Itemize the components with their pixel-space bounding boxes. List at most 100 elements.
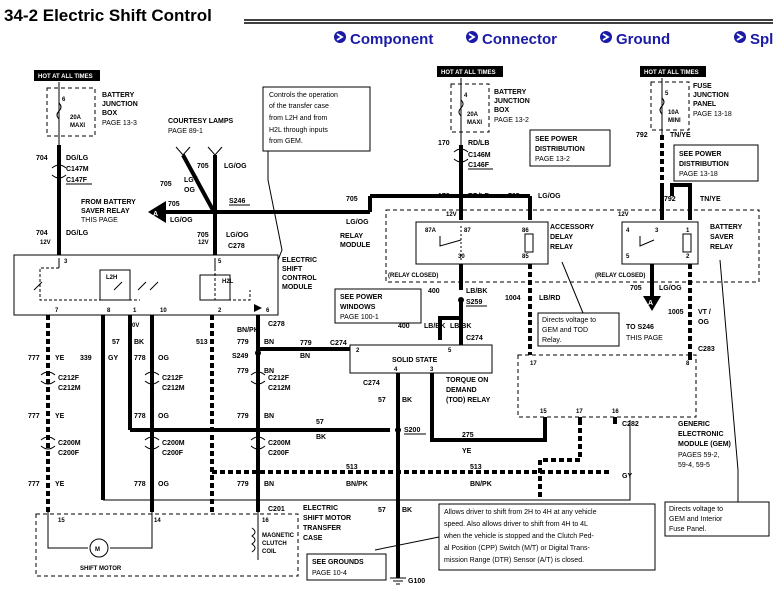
nav-ground-link[interactable]: Ground — [600, 31, 670, 48]
svg-text:275: 275 — [462, 432, 474, 439]
svg-text:from GEM.: from GEM. — [269, 138, 303, 145]
courtesy-lamps-label: COURTESY LAMPS — [168, 118, 234, 125]
svg-text:LB/BK: LB/BK — [450, 323, 471, 330]
svg-text:1004: 1004 — [505, 295, 521, 302]
see-grounds — [306, 553, 387, 581]
svg-text:PAGE 10-4: PAGE 10-4 — [312, 570, 347, 577]
nav-component-link[interactable]: Component — [334, 31, 433, 48]
svg-text:C283: C283 — [698, 346, 715, 353]
svg-text:YE: YE — [462, 448, 472, 455]
fjp-fuse-box — [650, 81, 690, 131]
svg-text:C282: C282 — [622, 421, 639, 428]
svg-text:RD/LB: RD/LB — [468, 140, 489, 147]
svg-text:(RELAY CLOSED): (RELAY CLOSED) — [388, 273, 438, 279]
svg-text:57: 57 — [378, 397, 386, 404]
svg-text:(TOD) RELAY: (TOD) RELAY — [446, 397, 491, 404]
svg-text:513: 513 — [196, 339, 208, 346]
hot-label-1: HOT AT ALL TIMES — [38, 74, 93, 80]
svg-text:779: 779 — [300, 340, 312, 347]
svg-text:C147M: C147M — [66, 166, 89, 173]
nav-ground-label: Ground — [616, 31, 670, 48]
svg-text:OG: OG — [158, 355, 169, 362]
svg-text:MAXI: MAXI — [70, 123, 85, 129]
svg-text:VT /: VT / — [698, 309, 711, 316]
svg-text:PAGE 100-1: PAGE 100-1 — [340, 314, 379, 321]
svg-text:TN/YE: TN/YE — [700, 196, 721, 203]
svg-text:YE: YE — [55, 355, 65, 362]
svg-text:CONTROL: CONTROL — [282, 275, 317, 282]
svg-text:LG/OG: LG/OG — [226, 232, 249, 239]
svg-text:2: 2 — [218, 308, 222, 314]
svg-text:speed. Also allows driver to: speed. Also allows driver to shift from … — [444, 521, 588, 528]
svg-text:705: 705 — [346, 196, 358, 203]
svg-text:GEM and TOD: GEM and TOD — [542, 327, 588, 334]
svg-text:17: 17 — [576, 409, 583, 415]
magnetic-clutch-coil-icon — [251, 527, 256, 553]
svg-text:GY: GY — [622, 473, 632, 480]
svg-text:ELECTRONIC: ELECTRONIC — [678, 431, 724, 438]
svg-text:8: 8 — [686, 361, 690, 367]
svg-text:SEE POWER: SEE POWER — [679, 151, 721, 158]
svg-text:10A: 10A — [668, 110, 680, 116]
svg-text:C274: C274 — [363, 380, 380, 387]
svg-text:15: 15 — [540, 409, 547, 415]
svg-text:513: 513 — [470, 464, 482, 471]
svg-text:LG/OG: LG/OG — [224, 163, 247, 170]
svg-text:779: 779 — [237, 339, 249, 346]
svg-text:WINDOWS: WINDOWS — [340, 304, 376, 311]
svg-text:BN/PK: BN/PK — [346, 481, 368, 488]
nav-splice-label: Spl — [750, 31, 773, 48]
svg-text:MAGNETIC: MAGNETIC — [262, 533, 295, 539]
svg-text:2: 2 — [686, 254, 690, 260]
svg-text:C200F: C200F — [58, 450, 80, 457]
svg-text:12V: 12V — [40, 240, 51, 246]
svg-text:C274: C274 — [466, 335, 483, 342]
svg-text:M: M — [95, 547, 100, 553]
nav-splice-link[interactable]: Spl — [734, 31, 773, 48]
svg-text:MODULE (GEM): MODULE (GEM) — [678, 441, 731, 448]
svg-text:A: A — [153, 211, 158, 218]
svg-text:C200F: C200F — [162, 450, 184, 457]
svg-text:BN: BN — [300, 353, 310, 360]
svg-text:8: 8 — [107, 308, 111, 314]
nav-connector-link[interactable]: Connector — [466, 31, 557, 48]
svg-text:FROM BATTERY: FROM BATTERY — [81, 199, 136, 206]
svg-text:C147F: C147F — [66, 177, 88, 184]
svg-text:C212F: C212F — [162, 375, 184, 382]
svg-text:DISTRIBUTION: DISTRIBUTION — [679, 161, 729, 168]
svg-text:BATTERY: BATTERY — [710, 224, 743, 231]
svg-text:C212F: C212F — [58, 375, 80, 382]
svg-text:20A: 20A — [70, 115, 82, 121]
svg-text:LB/RD: LB/RD — [539, 295, 560, 302]
svg-text:C278: C278 — [228, 243, 245, 250]
svg-text:5: 5 — [218, 259, 222, 265]
svg-text:704: 704 — [36, 230, 48, 237]
svg-text:BN: BN — [264, 368, 274, 375]
svg-text:C212M: C212M — [58, 385, 81, 392]
svg-text:705: 705 — [168, 201, 180, 208]
svg-text:777: 777 — [28, 413, 40, 420]
svg-text:MINI: MINI — [668, 118, 681, 124]
svg-text:ACCESSORY: ACCESSORY — [550, 224, 594, 231]
svg-text:RELAY: RELAY — [550, 244, 573, 251]
svg-text:PAGE 13-18: PAGE 13-18 — [679, 171, 718, 178]
svg-text:JUNCTION: JUNCTION — [102, 101, 138, 108]
svg-text:COIL: COIL — [262, 549, 277, 555]
svg-text:704: 704 — [36, 155, 48, 162]
svg-text:OG: OG — [698, 319, 709, 326]
svg-text:6: 6 — [266, 308, 270, 314]
svg-text:12V: 12V — [618, 212, 629, 218]
svg-text:87A: 87A — [425, 228, 437, 234]
svg-text:BN/PK: BN/PK — [237, 327, 259, 334]
svg-text:85: 85 — [522, 254, 529, 260]
svg-text:L2H: L2H — [106, 275, 117, 281]
svg-text:BN/PK: BN/PK — [470, 481, 492, 488]
svg-text:778: 778 — [134, 413, 146, 420]
hot-label-2: HOT AT ALL TIMES — [441, 70, 496, 76]
svg-text:SEE GROUNDS: SEE GROUNDS — [312, 559, 364, 566]
svg-text:BK: BK — [316, 434, 326, 441]
svg-text:400: 400 — [428, 288, 440, 295]
splice-s246: S246 — [229, 198, 245, 205]
